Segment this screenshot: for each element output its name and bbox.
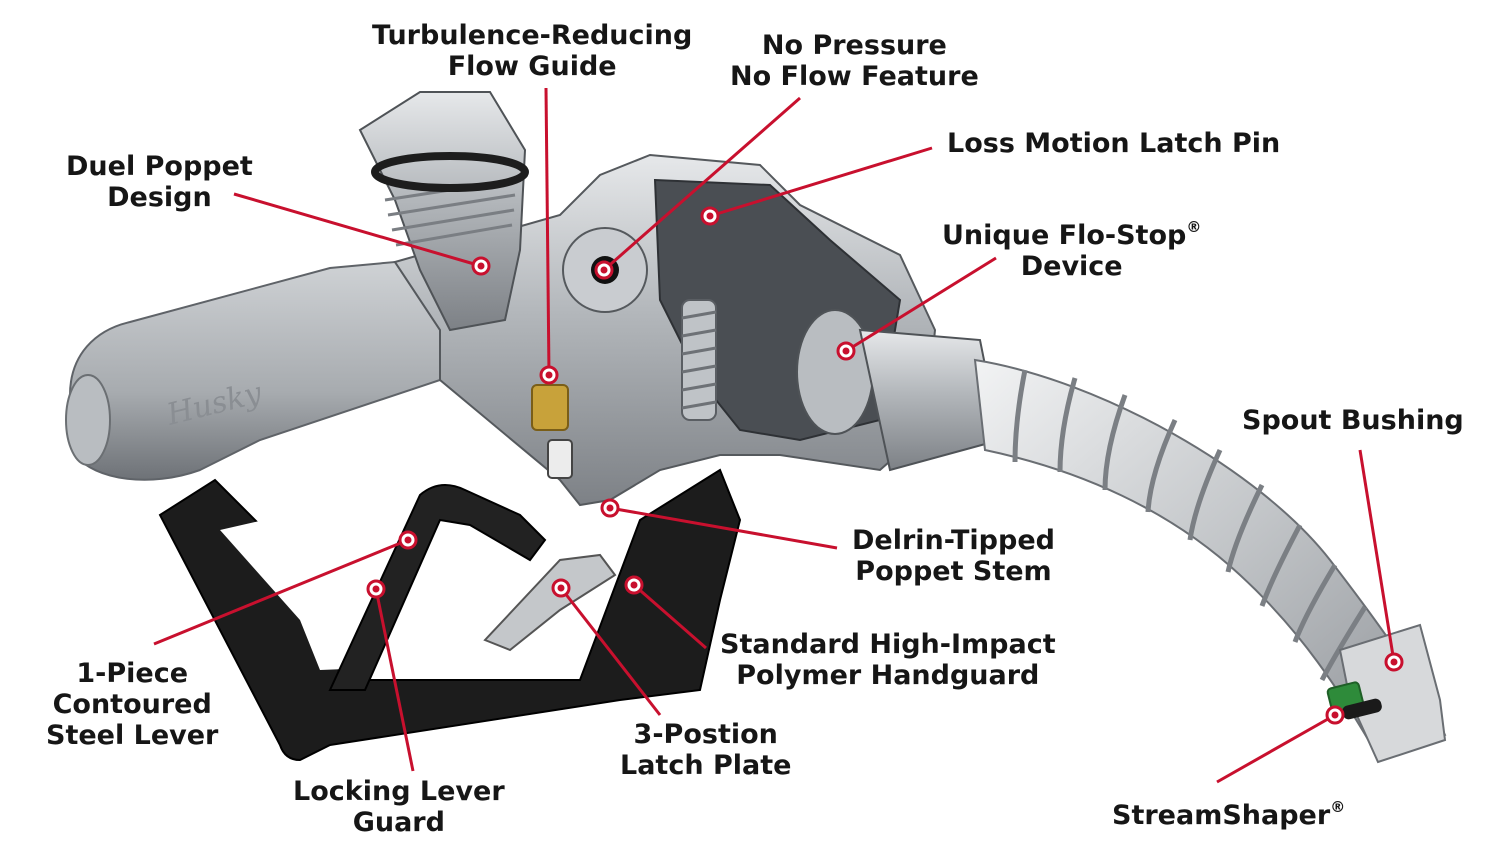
leader-three-position-latch-plate-endpoint-dot (557, 584, 565, 592)
handle-end-cap (65, 374, 111, 466)
steel-lever-shape (328, 484, 547, 691)
registered-mark: ® (1186, 218, 1202, 236)
delrin-tip (547, 439, 573, 479)
label-line: Flow Guide (447, 51, 617, 82)
label-line: Locking Lever (293, 776, 505, 807)
label-duel-poppet-design: Duel Poppet Design (66, 151, 253, 213)
leader-locking-lever-guard-endpoint-dot (372, 585, 380, 593)
streamshaper-slot (1342, 698, 1382, 720)
label-loss-motion-latch-pin: Loss Motion Latch Pin (947, 128, 1280, 159)
leader-no-pressure-no-flow-feature (603, 96, 801, 272)
label-line: Spout Bushing (1242, 405, 1464, 436)
label-line: Latch Plate (620, 750, 792, 781)
label-line: Device (1020, 251, 1123, 282)
leader-one-piece-contoured-steel-lever (153, 538, 409, 646)
label-locking-lever-guard: Locking Lever Guard (293, 776, 505, 838)
label-streamshaper: StreamShaper® (1112, 794, 1345, 831)
leader-streamshaper-endpoint-dot (1331, 711, 1339, 719)
label-line: 3-Postion (633, 719, 778, 750)
leader-loss-motion-latch-pin (709, 146, 933, 218)
label-line: No Pressure (761, 30, 947, 61)
leader-one-piece-contoured-steel-lever-endpoint-dot (404, 536, 412, 544)
label-line: Delrin-Tipped (852, 525, 1055, 556)
leader-duel-poppet-design-endpoint-dot (477, 262, 485, 270)
label-standard-high-impact-polymer-handguard: Standard High-Impact Polymer Handguard (720, 629, 1056, 691)
label-line: StreamShaper® (1112, 794, 1345, 831)
label-line: Steel Lever (46, 720, 219, 751)
spring-coils (681, 310, 717, 410)
leader-loss-motion-latch-pin-endpoint-dot (706, 212, 714, 220)
leader-spout-bushing-endpoint-dot (1390, 658, 1398, 666)
leader-spout-bushing (1358, 449, 1396, 663)
leader-three-position-latch-plate (559, 587, 662, 716)
leader-no-pressure-no-flow-feature-endpoint-dot (600, 266, 608, 274)
handguard-shape (158, 468, 742, 762)
handle-body (68, 260, 441, 481)
flo-stop-collar (796, 309, 874, 435)
o-ring (371, 152, 529, 192)
label-delrin-tipped-poppet-stem: Delrin-Tipped Poppet Stem (852, 525, 1055, 587)
label-no-pressure-no-flow-feature: No Pressure No Flow Feature (730, 30, 979, 92)
latch-plate-shape (483, 553, 617, 652)
label-one-piece-contoured-steel-lever: 1-Piece Contoured Steel Lever (46, 658, 218, 751)
label-line: Loss Motion Latch Pin (947, 128, 1281, 159)
label-line: 1-Piece (76, 658, 189, 689)
leader-delrin-tipped-poppet-stem (609, 506, 838, 550)
leader-locking-lever-guard (374, 588, 415, 772)
label-line: No Flow Feature (730, 61, 979, 92)
label-line: Poppet Stem (855, 556, 1052, 587)
label-line: Contoured (52, 689, 212, 720)
leader-unique-flo-stop-device (845, 256, 997, 353)
label-line: Guard (352, 807, 445, 838)
leader-standard-high-impact-polymer-handguard (633, 583, 707, 650)
registered-mark: ® (1330, 798, 1346, 816)
leader-delrin-tipped-poppet-stem-endpoint-dot (606, 504, 614, 512)
leader-duel-poppet-design (233, 192, 482, 268)
leader-standard-high-impact-polymer-handguard-endpoint-dot (630, 581, 638, 589)
label-turbulence-reducing-flow-guide: Turbulence-Reducing Flow Guide (372, 20, 692, 82)
label-unique-flo-stop-device: Unique Flo-Stop® Device (942, 214, 1201, 282)
label-line: Polymer Handguard (736, 660, 1040, 691)
leader-lines (153, 87, 1404, 784)
leader-streamshaper (1216, 713, 1336, 784)
leader-turbulence-reducing-flow-guide-endpoint-dot (545, 371, 553, 379)
label-spout-bushing: Spout Bushing (1242, 405, 1464, 436)
label-line: Design (107, 182, 212, 213)
label-line: Unique Flo-Stop® (942, 214, 1201, 251)
leader-unique-flo-stop-device-endpoint-dot (842, 347, 850, 355)
label-line: Standard High-Impact (720, 629, 1056, 660)
brass-poppet (531, 384, 569, 431)
label-line: Duel Poppet (66, 151, 253, 182)
label-line: Turbulence-Reducing (372, 20, 693, 51)
label-three-position-latch-plate: 3-Postion Latch Plate (620, 719, 791, 781)
label-text: StreamShaper (1112, 800, 1331, 831)
label-text: Unique Flo-Stop (942, 220, 1187, 251)
leader-turbulence-reducing-flow-guide (544, 87, 551, 376)
